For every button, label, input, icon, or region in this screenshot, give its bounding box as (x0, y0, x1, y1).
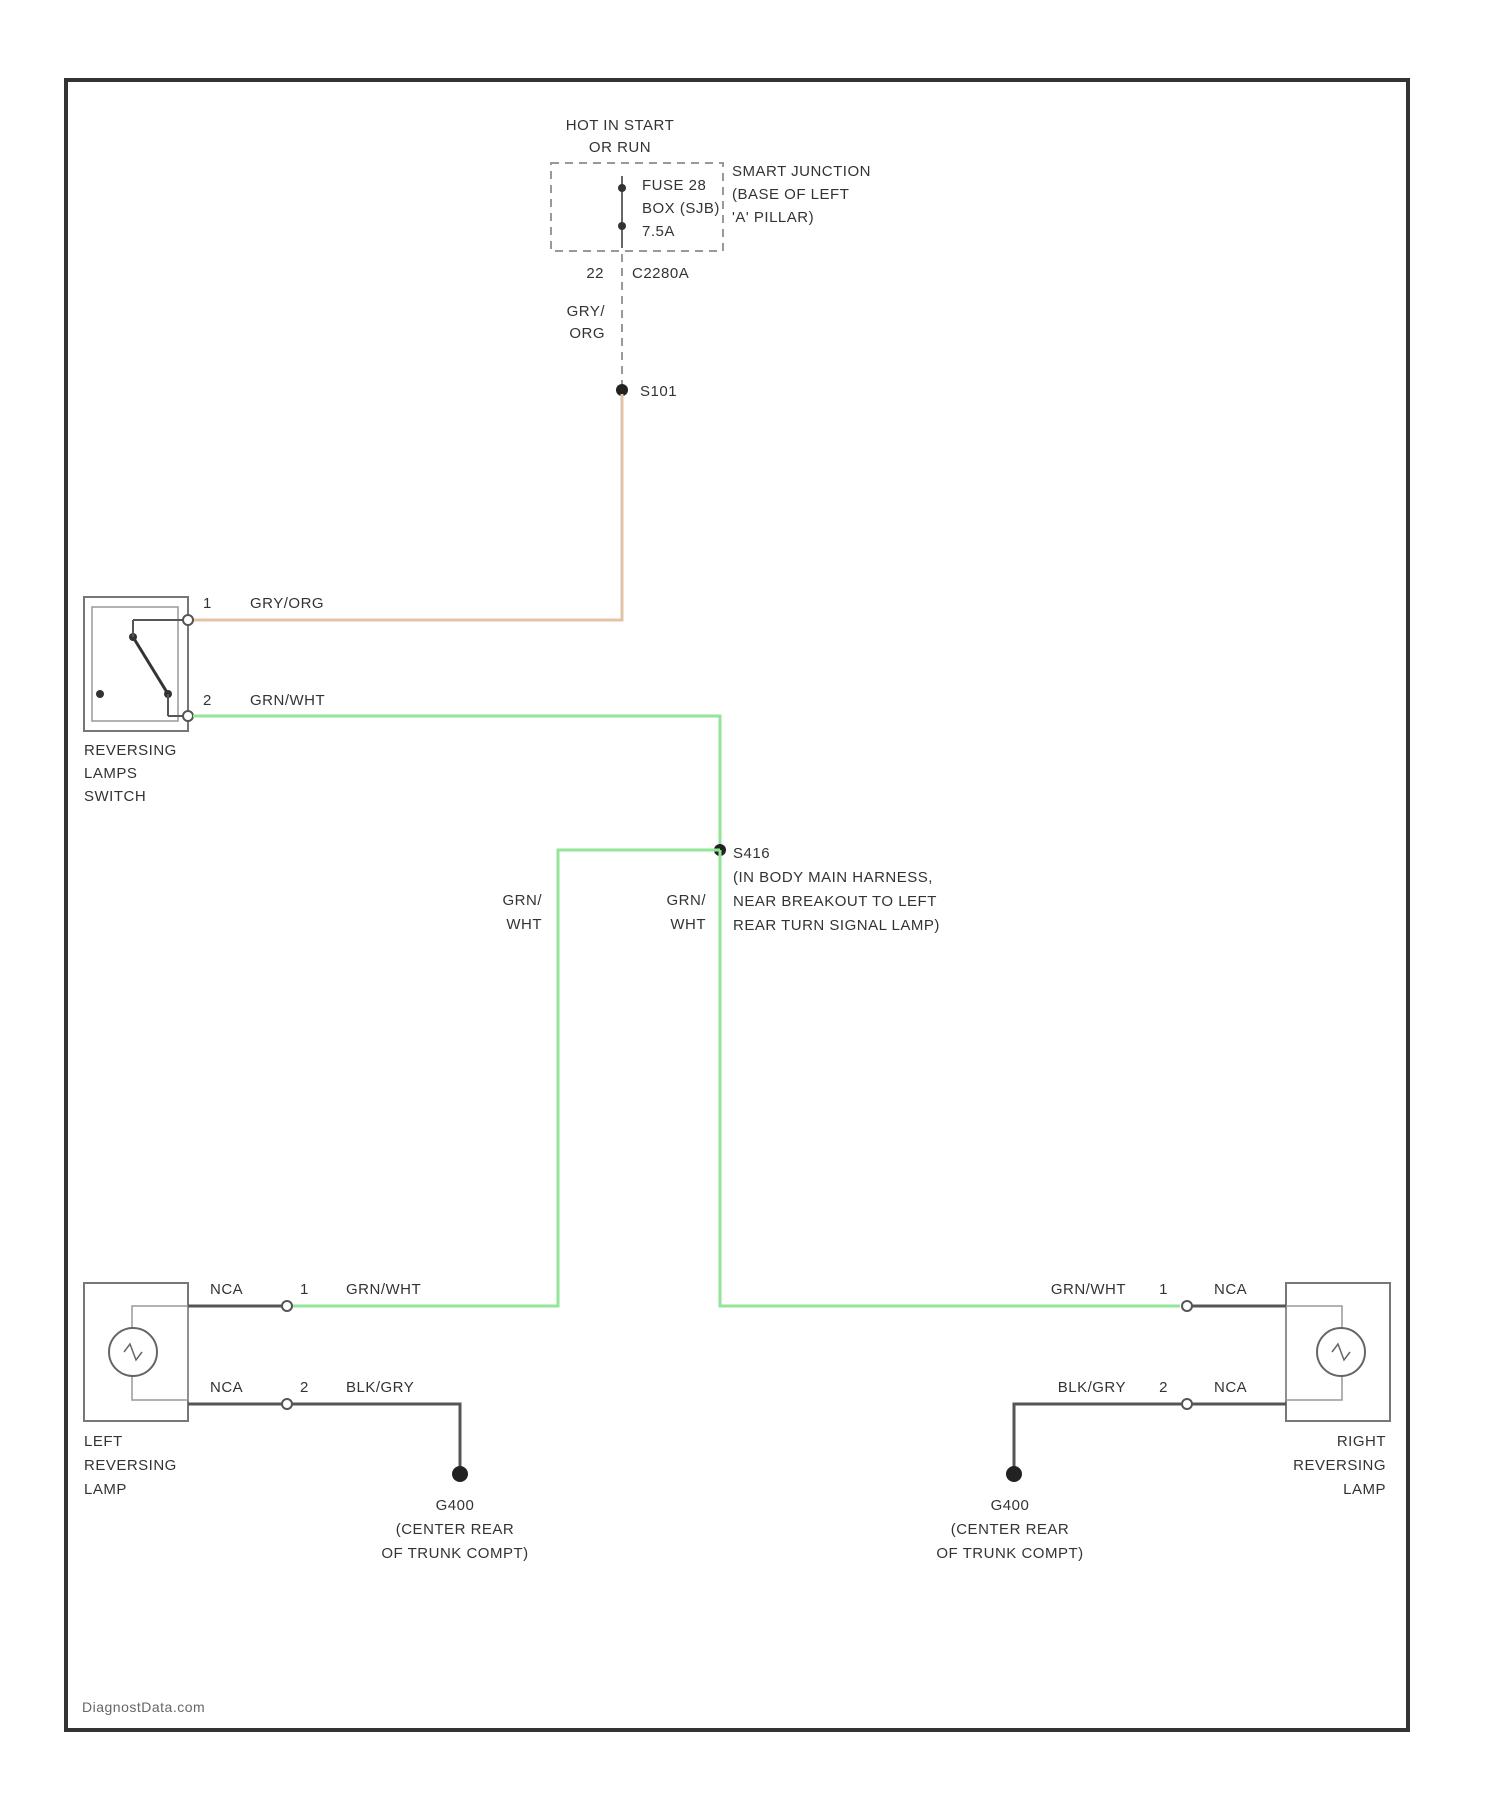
switch-name-line3: SWITCH (84, 788, 146, 805)
fuse-block: HOT IN START OR RUN FUSE 28 BOX (SJB) 7.… (551, 117, 871, 282)
switch-pin2-wire-label: GRN/WHT (250, 692, 325, 709)
switch-pin2-terminal (183, 711, 193, 721)
sjb-pillar-label: 'A' PILLAR) (732, 209, 814, 226)
fuse-pin-label: 22 (586, 265, 604, 282)
switch-pin1-label: 1 (203, 595, 212, 612)
right-reversing-lamp: NCA NCA 1 2 RIGHT REVERSING LAMP (1159, 1281, 1390, 1498)
switch-contact-left (96, 690, 104, 698)
right-branch-wire-label-1: GRN/ (667, 892, 707, 909)
right-ground-desc1: (CENTER REAR (951, 1521, 1070, 1538)
left-ground-wire-label: BLK/GRY (346, 1379, 414, 1396)
right-lamp-pin2-label: 2 (1159, 1379, 1168, 1396)
sjb-name-label: SMART JUNCTION (732, 163, 871, 180)
fuse-connector-label: C2280A (632, 265, 689, 282)
or-run-label: OR RUN (589, 139, 651, 156)
right-ground-wire-label: BLK/GRY (1058, 1379, 1126, 1396)
fuse-top-terminal (618, 184, 626, 192)
fuse-box-label: BOX (SJB) (642, 200, 720, 217)
right-lamp-pin1-label: 1 (1159, 1281, 1168, 1298)
grn-wht-wire-switch (193, 716, 720, 848)
left-lamp-pin1-nca: NCA (210, 1281, 243, 1298)
left-ground-id: G400 (436, 1497, 475, 1514)
right-branch-wire-label-2: WHT (670, 916, 706, 933)
switch-name-line1: REVERSING (84, 742, 177, 759)
left-ground-point (452, 1466, 468, 1482)
right-ground-id: G400 (991, 1497, 1030, 1514)
right-lamp-pin1-nca: NCA (1214, 1281, 1247, 1298)
left-lamp-pin2-label: 2 (300, 1379, 309, 1396)
left-lamp-name-line3: LAMP (84, 1481, 127, 1498)
fuse-wire-color-label-2: ORG (569, 325, 605, 342)
reversing-lamps-switch: 1 2 REVERSING LAMPS SWITCH (84, 595, 212, 805)
left-lamp-pin2-nca: NCA (210, 1379, 243, 1396)
left-ground-desc2: OF TRUNK COMPT) (381, 1545, 528, 1562)
splice-s416-desc2: NEAR BREAKOUT TO LEFT (733, 893, 937, 910)
splice-s416-desc1: (IN BODY MAIN HARNESS, (733, 869, 933, 886)
switch-body (84, 597, 188, 731)
right-lamp-pin2-terminal (1182, 1399, 1192, 1409)
left-lamp-pin1-terminal (282, 1301, 292, 1311)
switch-pin2-label: 2 (203, 692, 212, 709)
right-ground-wire (1014, 1404, 1182, 1472)
right-ground-desc2: OF TRUNK COMPT) (936, 1545, 1083, 1562)
fuse-wire-color-label-1: GRY/ (567, 303, 606, 320)
watermark-text: DiagnostData.com (82, 1699, 205, 1715)
switch-pin1-terminal (183, 615, 193, 625)
gry-org-wire (186, 394, 622, 620)
left-lamp-pin2-terminal (282, 1399, 292, 1409)
left-branch-wire-label-1: GRN/ (503, 892, 543, 909)
left-lamp-name-line2: REVERSING (84, 1457, 177, 1474)
left-ground-desc1: (CENTER REAR (396, 1521, 515, 1538)
left-lamp-pin1-label: 1 (300, 1281, 309, 1298)
left-lamp-name-line1: LEFT (84, 1433, 123, 1450)
splice-s416-id: S416 (733, 845, 770, 862)
right-lamp-pin1-terminal (1182, 1301, 1192, 1311)
fuse-bottom-terminal (618, 222, 626, 230)
left-branch-wire-label-2: WHT (506, 916, 542, 933)
hot-in-start-label: HOT IN START (566, 117, 675, 134)
sjb-location-label: (BASE OF LEFT (732, 186, 849, 203)
switch-pin1-wire-label: GRY/ORG (250, 595, 324, 612)
right-ground-point (1006, 1466, 1022, 1482)
switch-name-line2: LAMPS (84, 765, 137, 782)
fuse-number-label: FUSE 28 (642, 177, 706, 194)
right-lamp-pin2-nca: NCA (1214, 1379, 1247, 1396)
right-lamp-name-line1: RIGHT (1337, 1433, 1386, 1450)
right-lamp-pin1-wire-label: GRN/WHT (1051, 1281, 1126, 1298)
splice-s101-label: S101 (640, 383, 677, 400)
left-reversing-lamp: NCA NCA 1 2 LEFT REVERSING LAMP (84, 1281, 309, 1498)
right-lamp-name-line2: REVERSING (1293, 1457, 1386, 1474)
left-ground-wire (292, 1404, 460, 1472)
left-lamp-pin1-wire-label: GRN/WHT (346, 1281, 421, 1298)
splice-s416-desc3: REAR TURN SIGNAL LAMP) (733, 917, 940, 934)
fuse-rating-label: 7.5A (642, 223, 675, 240)
right-lamp-name-line3: LAMP (1343, 1481, 1386, 1498)
